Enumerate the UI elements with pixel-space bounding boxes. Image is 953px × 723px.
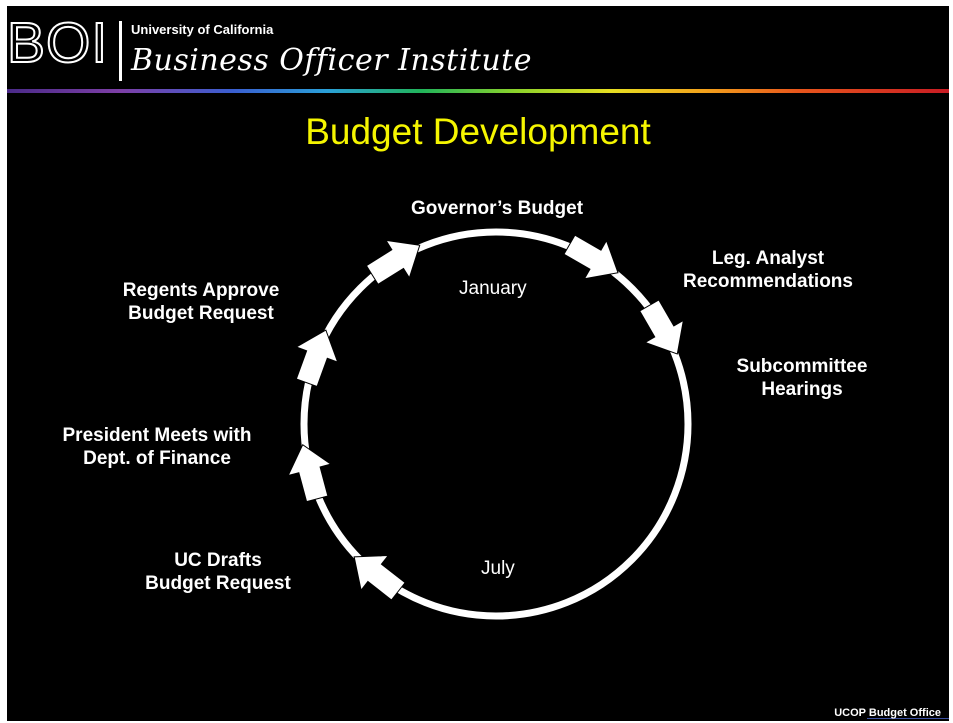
month-january: January	[459, 278, 527, 299]
step-subcommittee: Subcommittee Hearings	[712, 355, 892, 401]
step-line: Hearings	[761, 379, 843, 400]
cycle-arrow	[287, 443, 332, 503]
cycle-ring	[300, 228, 692, 620]
step-governors-budget: Governor’s Budget	[377, 197, 617, 220]
boi-logo: BOI	[7, 11, 109, 75]
step-line: President Meets with	[62, 425, 252, 446]
month-july: July	[481, 558, 515, 579]
step-line: Governor’s Budget	[410, 198, 584, 219]
slide-canvas: BOI University of California Business Of…	[7, 6, 949, 721]
organization-name: University of California	[131, 22, 274, 37]
cycle-arrow	[563, 234, 619, 280]
cycle-arrow	[295, 329, 339, 388]
step-line: Leg. Analyst	[711, 248, 825, 269]
step-line: Subcommittee	[736, 356, 868, 377]
step-line: Recommendations	[683, 271, 853, 292]
cycle-arrow	[353, 554, 406, 601]
header-divider	[119, 21, 122, 81]
footer-rule	[867, 718, 949, 719]
step-line: Dept. of Finance	[83, 448, 231, 469]
step-uc-drafts: UC Drafts Budget Request	[118, 549, 318, 595]
cycle-arrow	[365, 239, 421, 285]
institute-name: Business Officer Institute	[131, 43, 532, 78]
cycle-arrow	[639, 299, 685, 355]
step-leg-analyst: Leg. Analyst Recommendations	[658, 247, 878, 293]
step-president-meets: President Meets with Dept. of Finance	[27, 424, 287, 470]
step-line: UC Drafts	[174, 550, 262, 571]
cycle-arrows	[287, 234, 685, 601]
step-line: Regents Approve	[122, 280, 280, 301]
footer-text: UCOP Budget Office	[834, 707, 941, 719]
step-regents-approve: Regents Approve Budget Request	[91, 279, 311, 325]
step-line: Budget Request	[145, 573, 291, 594]
slide-title: Budget Development	[305, 111, 651, 152]
budget-cycle-diagram	[287, 228, 692, 620]
step-line: Budget Request	[128, 303, 274, 324]
rainbow-rule	[7, 89, 949, 93]
